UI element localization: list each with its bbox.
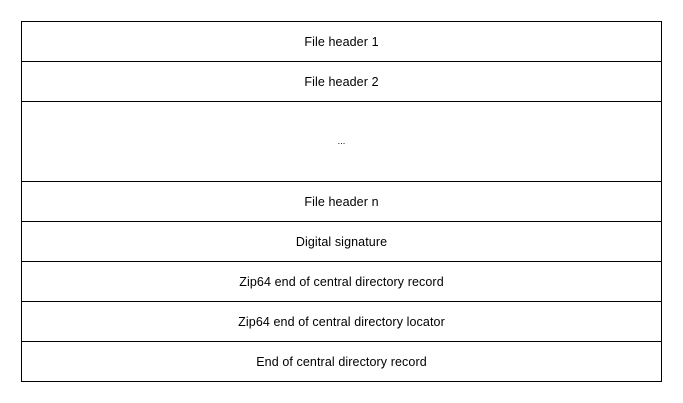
central-directory-structure: File header 1 File header 2 ... File hea…: [21, 21, 662, 382]
row-zip64-end-record: Zip64 end of central directory record: [21, 262, 662, 302]
row-file-header-n: File header n: [21, 182, 662, 222]
row-label: Zip64 end of central directory record: [239, 274, 444, 289]
row-end-of-central-directory: End of central directory record: [21, 342, 662, 382]
row-file-header-1: File header 1: [21, 21, 662, 62]
row-label: File header 1: [304, 34, 379, 49]
row-ellipsis: ...: [21, 102, 662, 182]
row-label: File header n: [304, 194, 379, 209]
row-label: Zip64 end of central directory locator: [238, 314, 445, 329]
row-digital-signature: Digital signature: [21, 222, 662, 262]
row-label: ...: [337, 135, 346, 146]
row-zip64-end-locator: Zip64 end of central directory locator: [21, 302, 662, 342]
row-file-header-2: File header 2: [21, 62, 662, 102]
row-label: File header 2: [304, 74, 379, 89]
row-label: Digital signature: [295, 234, 388, 249]
row-label: End of central directory record: [256, 354, 427, 369]
